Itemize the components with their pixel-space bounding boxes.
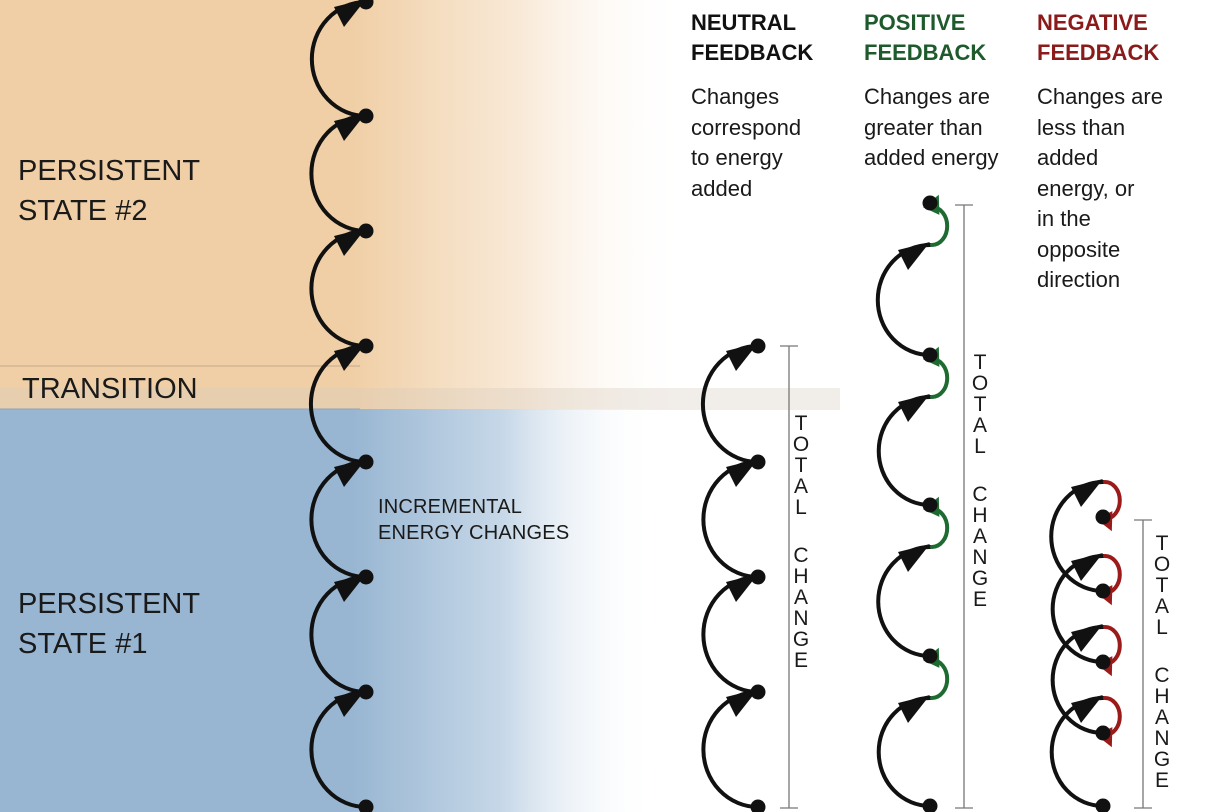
state1-label: PERSISTENT STATE #1 (18, 588, 201, 660)
neutral-node-dot (750, 338, 766, 354)
negative-node-dot (1095, 798, 1111, 812)
incremental-energy-label: INCREMENTAL ENERGY CHANGES (378, 496, 570, 544)
main-arc (309, 575, 368, 694)
neutral-column-header: NEUTRAL FEEDBACK Changes correspond to e… (691, 8, 861, 204)
neutral-arc-head (726, 459, 758, 487)
main-arc-head (334, 228, 366, 256)
positive-arc-head (898, 695, 930, 723)
neutral-arc (700, 344, 760, 464)
positive-node-dot (922, 798, 938, 812)
main-node-dot (358, 0, 374, 10)
main-node-dot (358, 569, 374, 585)
main-arc (309, 690, 368, 809)
positive-node-dot (922, 497, 938, 513)
main-node-dot (358, 108, 374, 124)
positive-node-dot (922, 648, 938, 664)
positive-arc-head (898, 544, 930, 572)
negative-node-dot (1095, 654, 1111, 670)
positive-title: POSITIVE FEEDBACK (864, 10, 987, 65)
main-arc (309, 0, 368, 118)
main-arc-head (334, 113, 366, 141)
positive-feedback-arrow (930, 658, 950, 700)
negative-description: Changes are less than added energy, or i… (1037, 84, 1163, 292)
negative-arc-head (1071, 624, 1103, 652)
main-arc (309, 460, 368, 579)
main-arc-head (334, 0, 366, 27)
neutral-description: Changes correspond to energy added (691, 84, 802, 201)
neutral-node-dot (750, 684, 766, 700)
transition-band (0, 366, 840, 409)
positive-arc-head (898, 394, 930, 422)
main-node-dot (358, 799, 374, 812)
positive-arc-head (898, 242, 930, 270)
main-node-dot (358, 454, 374, 470)
neutral-node-dot (750, 454, 766, 470)
state2-label: PERSISTENT STATE #2 (18, 155, 201, 227)
main-node-dot (358, 338, 374, 354)
positive-node-dot (922, 195, 938, 211)
neutral-arc-head (726, 574, 758, 602)
positive-feedback-arrow (930, 205, 950, 247)
neutral-arc-head (726, 343, 758, 371)
neutral-node-dot (750, 799, 766, 812)
main-arc (308, 344, 368, 464)
neutral-arc-head (726, 689, 758, 717)
negative-title: NEGATIVE FEEDBACK (1037, 10, 1160, 65)
main-arc-head (334, 689, 366, 717)
positive-column-header: POSITIVE FEEDBACK Changes are greater th… (864, 8, 1034, 174)
transition-label: TRANSITION (22, 373, 198, 405)
state2-band (0, 0, 840, 366)
negative-column-header: NEGATIVE FEEDBACK Changes are less than … (1037, 8, 1212, 296)
neutral-title: NEUTRAL FEEDBACK (691, 10, 814, 65)
main-arc-head (334, 574, 366, 602)
negative-arc-head (1071, 553, 1103, 581)
positive-description: Changes are greater than added energy (864, 84, 999, 170)
negative-node-dot (1095, 509, 1111, 525)
main-arc (309, 114, 368, 233)
main-node-dot (358, 223, 374, 239)
main-arc (358, 0, 367, 4)
neutral-arc (701, 460, 760, 579)
negative-node-dot (1095, 725, 1111, 741)
negative-arc-head (1071, 695, 1103, 723)
negative-node-dot (1095, 583, 1111, 599)
neutral-arc (701, 690, 760, 809)
negative-arc-head (1071, 479, 1103, 507)
main-node-dot (358, 684, 374, 700)
main-arc-head (334, 459, 366, 487)
main-arc (309, 229, 368, 348)
neutral-node-dot (750, 569, 766, 585)
neutral-arc (701, 575, 760, 694)
positive-node-dot (922, 347, 938, 363)
main-arc-head (334, 343, 366, 371)
positive-feedback-arrow (930, 357, 950, 399)
state1-band (0, 409, 840, 812)
positive-feedback-arrow (930, 507, 950, 549)
